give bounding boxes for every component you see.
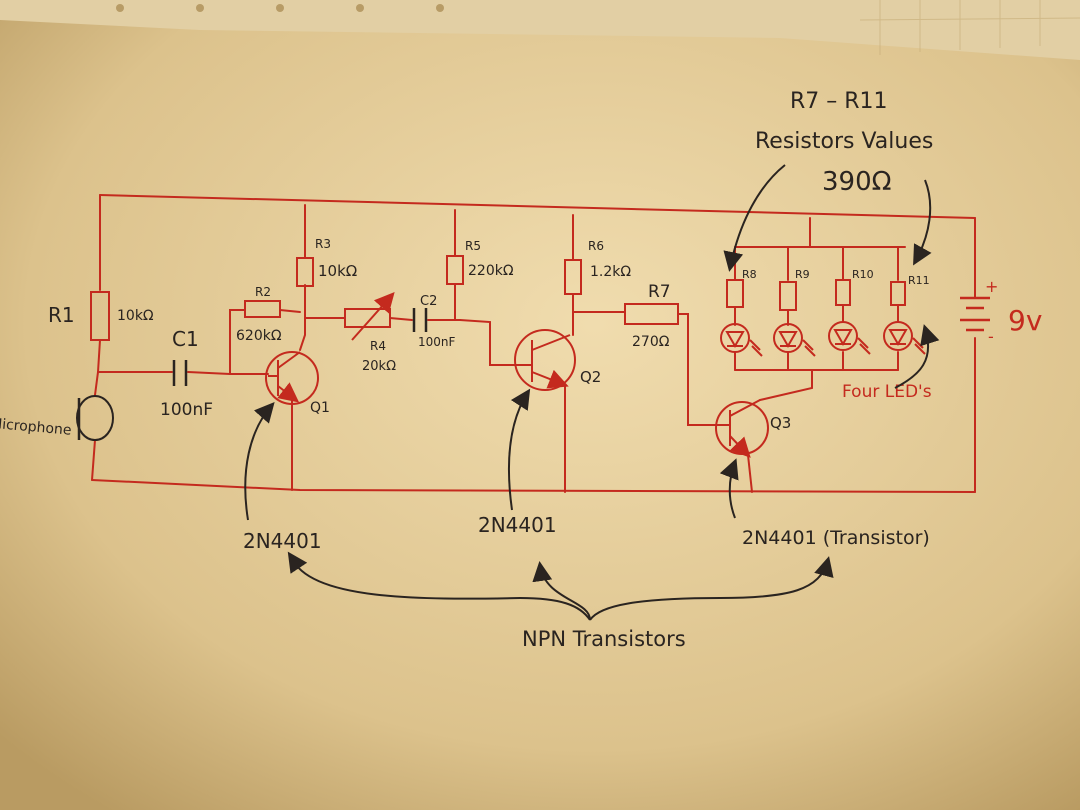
resistor-r10 bbox=[835, 279, 851, 306]
label-r10: R10 bbox=[852, 268, 874, 281]
resistor-r3 bbox=[296, 257, 314, 287]
label-r6: R6 bbox=[588, 239, 604, 253]
brace-center-arm bbox=[532, 561, 591, 621]
notebook-edge bbox=[0, 0, 1080, 60]
label-q1: Q1 bbox=[310, 400, 330, 416]
arrow-to-r8 bbox=[723, 164, 786, 272]
annotation-q3-part: 2N4401 (Transistor) bbox=[742, 527, 930, 549]
label-r2: R2 bbox=[255, 285, 271, 299]
annotation-resistor-values: Resistors Values bbox=[755, 129, 933, 154]
label-r7-value: 270Ω bbox=[632, 334, 670, 350]
label-c1: C1 bbox=[172, 327, 199, 351]
potentiometer-arrow bbox=[351, 292, 395, 341]
transistor-q2 bbox=[514, 329, 576, 391]
arrow-to-q3 bbox=[719, 458, 739, 519]
led-4 bbox=[883, 321, 926, 355]
resistor-r11 bbox=[890, 281, 906, 306]
annotation-q1-part: 2N4401 bbox=[243, 529, 322, 553]
capacitor-c1 bbox=[172, 360, 188, 386]
label-r7: R7 bbox=[648, 282, 671, 302]
grid-paper-corner bbox=[859, 0, 1080, 55]
label-c2: C2 bbox=[420, 294, 437, 309]
annotation-arrows bbox=[244, 164, 940, 621]
potentiometer-r4 bbox=[344, 308, 391, 328]
arrow-to-q2 bbox=[508, 388, 531, 511]
label-battery-minus: - bbox=[988, 327, 994, 346]
transistor-q1 bbox=[265, 351, 319, 405]
arrow-to-q1 bbox=[244, 401, 275, 521]
circuit-wires bbox=[91, 194, 976, 493]
resistor-r8 bbox=[726, 279, 744, 308]
label-r5-value: 220kΩ bbox=[468, 263, 514, 279]
resistor-r6 bbox=[564, 259, 582, 295]
label-battery-plus: + bbox=[985, 277, 998, 296]
label-r11: R11 bbox=[908, 274, 930, 287]
transistor-q3 bbox=[715, 399, 769, 458]
annotation-resistor-range: R7 – R11 bbox=[790, 89, 888, 114]
label-r4: R4 bbox=[370, 339, 386, 353]
resistor-r5 bbox=[446, 255, 464, 285]
brace-right-arm bbox=[589, 556, 834, 621]
label-r3: R3 bbox=[315, 237, 331, 251]
label-c2-value: 100nF bbox=[418, 335, 456, 349]
microphone-symbol bbox=[76, 395, 114, 441]
label-c1-value: 100nF bbox=[160, 400, 213, 420]
annotation-q2-part: 2N4401 bbox=[478, 513, 557, 537]
resistor-r1 bbox=[90, 291, 110, 341]
brace-left-arm bbox=[291, 557, 591, 621]
spiral-holes bbox=[116, 4, 444, 12]
label-r2-value: 620kΩ bbox=[236, 328, 282, 344]
resistor-r7 bbox=[624, 303, 679, 325]
arrow-to-r11 bbox=[913, 179, 932, 266]
arrow-to-leds bbox=[894, 324, 940, 389]
led-2 bbox=[773, 323, 816, 357]
label-q3: Q3 bbox=[770, 414, 791, 432]
annotation-npn-transistors: NPN Transistors bbox=[522, 627, 686, 651]
label-r9: R9 bbox=[795, 268, 810, 281]
resistor-r2 bbox=[244, 300, 281, 318]
brace-left-tip bbox=[287, 551, 308, 574]
led-3 bbox=[828, 321, 871, 355]
label-microphone: Microphone bbox=[0, 416, 72, 439]
resistor-r9 bbox=[779, 281, 797, 311]
label-r3-value: 10kΩ bbox=[318, 262, 357, 280]
label-r1: R1 bbox=[48, 303, 75, 327]
label-r8: R8 bbox=[742, 268, 757, 281]
led-1 bbox=[720, 323, 763, 357]
label-r4-value: 20kΩ bbox=[362, 359, 396, 374]
capacitor-c2 bbox=[412, 308, 428, 332]
label-r6-value: 1.2kΩ bbox=[590, 264, 631, 280]
label-battery-value: 9v bbox=[1008, 304, 1042, 337]
label-r1-value: 10kΩ bbox=[117, 308, 154, 324]
battery-symbol bbox=[960, 296, 990, 332]
label-four-leds: Four LED's bbox=[842, 382, 932, 402]
annotation-resistor-value: 390Ω bbox=[822, 167, 892, 197]
label-q2: Q2 bbox=[580, 368, 601, 386]
label-r5: R5 bbox=[465, 239, 481, 253]
